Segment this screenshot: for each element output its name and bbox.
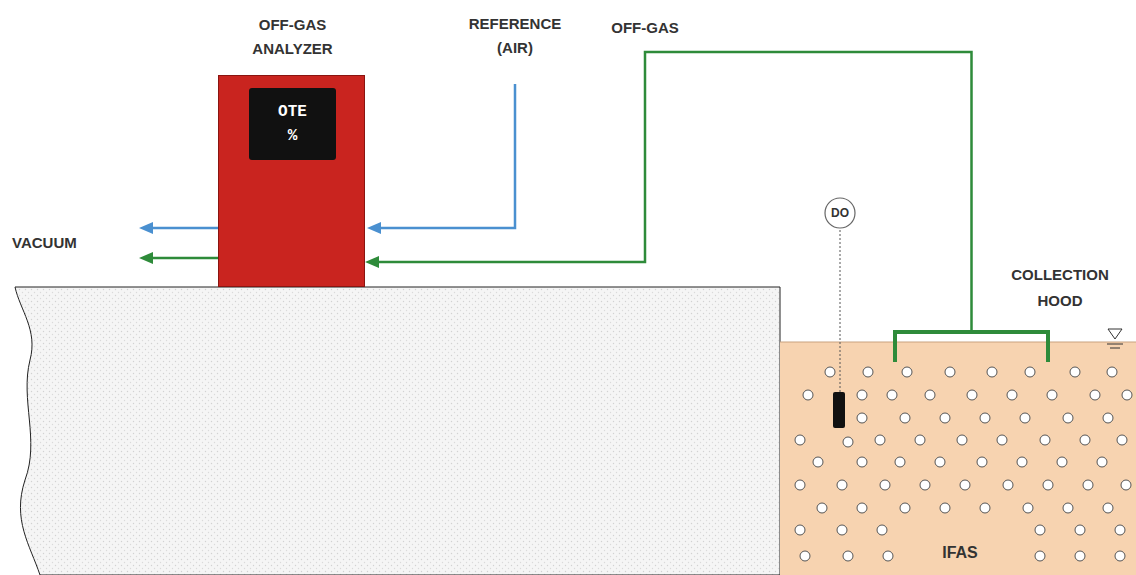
node-text: % (288, 124, 298, 148)
sensor-cable (840, 230, 841, 392)
display-screen: OTE% (249, 88, 336, 160)
annotation-label: VACUUM (12, 231, 77, 255)
ground (15, 287, 780, 575)
vacuum-arrows (139, 222, 218, 264)
off-gas-line (365, 52, 972, 330)
reference-air-line (367, 84, 515, 234)
annotation-label: REFERENCE (AIR) (455, 12, 575, 60)
hood-outline (893, 330, 1050, 364)
do-probe (833, 392, 845, 428)
tank-surface (780, 342, 1136, 343)
water-level-symbol (1107, 329, 1123, 348)
node-text: COLLECTION HOOD (1000, 262, 1120, 314)
tank-liquid (780, 342, 1136, 575)
edge-label: OFF-GAS (608, 16, 682, 40)
node-text: OFF-GAS ANALYZER (227, 13, 358, 61)
collection-hood: COLLECTION HOOD (893, 330, 1050, 364)
node-text: IFAS (920, 542, 1000, 564)
analyzer-box: OFF-GAS ANALYZEROTE% (218, 75, 365, 287)
do-sensor: DO (824, 197, 856, 229)
node-text: DO (831, 206, 849, 220)
node-text: OTE (278, 100, 307, 124)
ifas-tank: IFAS (780, 342, 1136, 575)
air-bubbles (795, 367, 1132, 561)
